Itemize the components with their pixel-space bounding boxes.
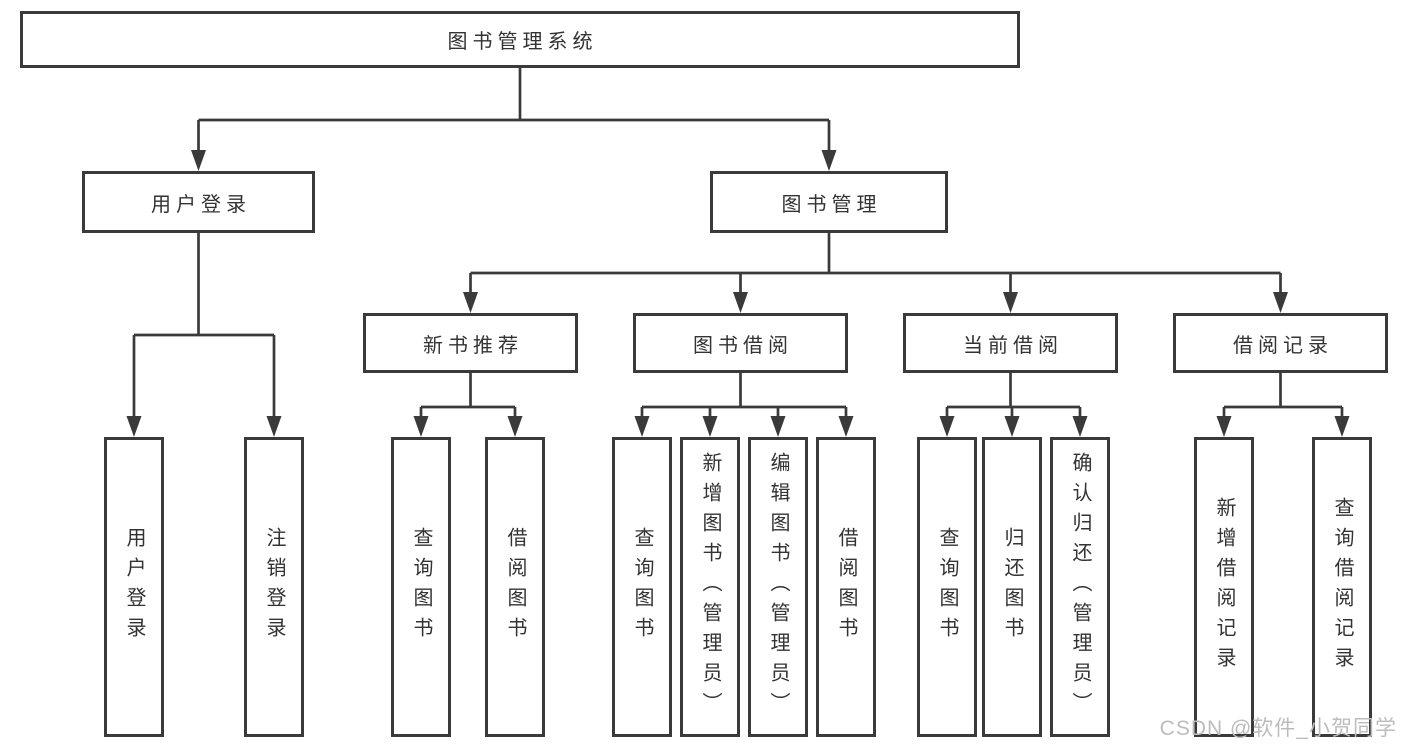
node-leaf-user-login: 用户登录: [104, 437, 164, 737]
arrow-down-icon: [1072, 416, 1088, 437]
node-current-borrow: 当前借阅: [903, 313, 1118, 373]
arrow-down-icon: [1004, 416, 1020, 437]
arrow-down-icon: [838, 416, 854, 437]
arrow-down-icon: [1216, 416, 1232, 437]
arrow-down-icon: [939, 416, 955, 437]
leaf-label: 查询图书: [631, 527, 653, 647]
arrow-down-icon: [733, 292, 748, 313]
leaf-label: 查询借阅记录: [1331, 497, 1353, 677]
node-new-book-rec: 新书推荐: [363, 313, 578, 373]
leaf-label: 查询图书: [410, 527, 432, 647]
connector-borrow-records-children: [1216, 373, 1350, 437]
arrow-down-icon: [507, 416, 523, 437]
node-leaf-bb-edit-books-admin: 编辑图书（管理员）: [748, 437, 808, 737]
node-leaf-bb-query-books: 查询图书: [612, 437, 672, 737]
connector-root-children: [191, 67, 837, 171]
leaf-label: 编辑图书（管理员）: [767, 452, 789, 722]
node-leaf-br-add-record: 新增借阅记录: [1194, 437, 1254, 737]
node-user-login: 用户登录: [82, 171, 315, 233]
node-leaf-cb-query-books: 查询图书: [917, 437, 977, 737]
arrow-down-icon: [1334, 416, 1350, 437]
connector-book-mgmt-children: [463, 233, 1288, 313]
arrow-down-icon: [770, 416, 786, 437]
arrow-down-icon: [463, 292, 478, 313]
leaf-label: 用户登录: [123, 527, 145, 647]
arrow-down-icon: [821, 150, 837, 171]
node-leaf-bb-add-books-admin: 新增图书（管理员）: [680, 437, 740, 737]
arrow-down-icon: [413, 416, 429, 437]
connector-new-book-children: [413, 373, 523, 437]
leaf-label: 注销登录: [263, 527, 285, 647]
node-leaf-br-query-record: 查询借阅记录: [1312, 437, 1372, 737]
arrow-down-icon: [126, 416, 142, 437]
arrow-down-icon: [266, 416, 282, 437]
leaf-label: 借阅图书: [504, 527, 526, 647]
arrow-down-icon: [191, 150, 206, 171]
arrow-down-icon: [702, 416, 718, 437]
node-leaf-cb-confirm-return-admin: 确认归还（管理员）: [1050, 437, 1110, 737]
node-leaf-bb-borrow-books: 借阅图书: [816, 437, 876, 737]
connector-current-borrow-children: [939, 373, 1088, 437]
leaf-label: 归还图书: [1001, 527, 1023, 647]
leaf-label: 借阅图书: [835, 527, 857, 647]
arrow-down-icon: [1273, 292, 1288, 313]
leaf-label: 新增借阅记录: [1213, 497, 1235, 677]
leaf-label: 新增图书（管理员）: [699, 452, 721, 722]
node-leaf-logout: 注销登录: [244, 437, 304, 737]
node-root: 图书管理系统: [20, 11, 1020, 68]
connector-user-login-children: [126, 233, 282, 437]
arrow-down-icon: [1003, 292, 1018, 313]
node-leaf-rec-query-books: 查询图书: [391, 437, 451, 737]
node-book-borrow: 图书借阅: [633, 313, 848, 373]
connector-book-borrow-children: [634, 373, 854, 437]
node-leaf-rec-borrow-books: 借阅图书: [485, 437, 545, 737]
csdn-watermark: CSDN @软件_小贺同学: [1159, 717, 1397, 740]
leaf-label: 确认归还（管理员）: [1069, 452, 1091, 722]
node-borrow-records: 借阅记录: [1173, 313, 1388, 373]
node-book-mgmt: 图书管理: [710, 171, 948, 233]
node-leaf-cb-return-books: 归还图书: [982, 437, 1042, 737]
arrow-down-icon: [634, 416, 650, 437]
leaf-label: 查询图书: [936, 527, 958, 647]
